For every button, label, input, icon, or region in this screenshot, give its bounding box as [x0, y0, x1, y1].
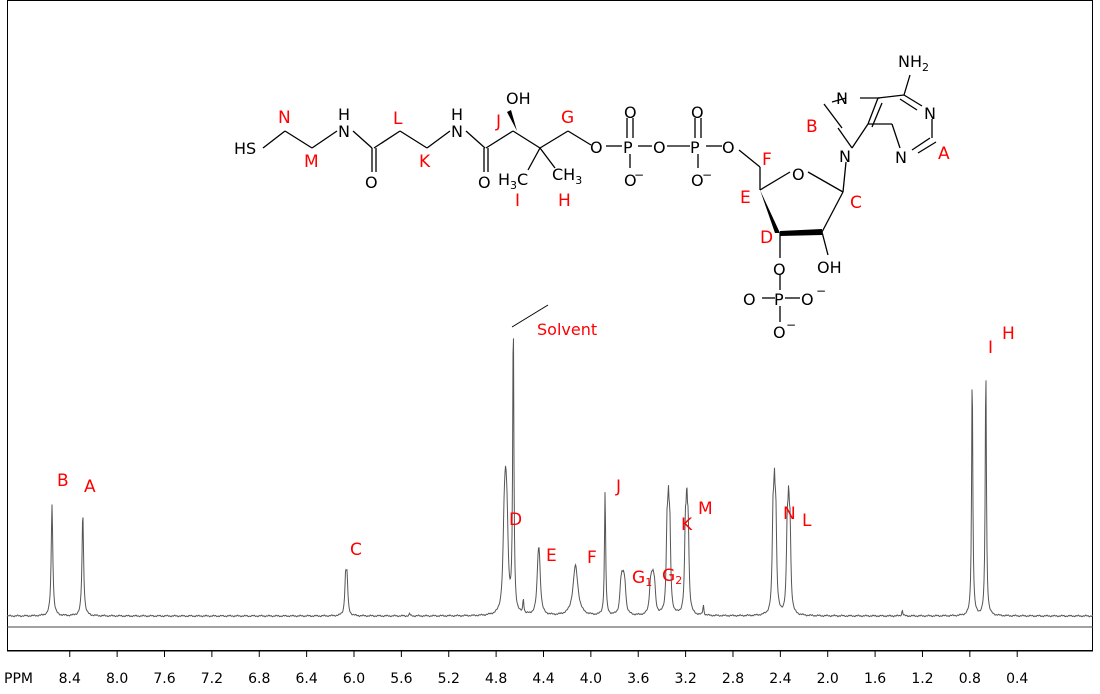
svg-text:−: −: [634, 168, 644, 182]
svg-text:F: F: [762, 150, 772, 170]
svg-text:OH: OH: [817, 258, 842, 277]
svg-text:O: O: [590, 138, 603, 157]
svg-text:O: O: [773, 260, 786, 279]
peak-labels: B A C D E F J G1 G2 K M N L I H Solvent: [57, 320, 1015, 589]
peak-label-j: J: [615, 477, 621, 497]
peak-label-b: B: [57, 471, 69, 491]
peak-label-solvent: Solvent: [537, 320, 597, 339]
peak-label-c: C: [350, 540, 362, 560]
coenzyme-a-structure: HS N H O N H O OH H3C CH3 O P O O O P O …: [234, 52, 950, 342]
peak-label-d: D: [509, 510, 522, 530]
svg-text:O: O: [722, 138, 735, 157]
svg-text:N: N: [338, 122, 350, 141]
svg-text:M: M: [304, 152, 319, 172]
peak-label-g1: G1: [632, 568, 652, 589]
svg-text:N: N: [451, 122, 463, 141]
svg-text:J: J: [495, 112, 501, 132]
svg-text:N: N: [836, 89, 848, 108]
svg-text:D: D: [760, 228, 773, 248]
svg-text:NH2: NH2: [898, 52, 929, 74]
svg-text:O: O: [365, 173, 378, 192]
solvent-break-mark: [511, 304, 549, 328]
peak-label-e: E: [546, 546, 557, 566]
svg-text:N: N: [278, 108, 291, 128]
svg-text:−: −: [816, 284, 826, 298]
svg-text:O: O: [478, 173, 491, 192]
svg-text:H: H: [451, 105, 463, 124]
svg-text:O: O: [624, 103, 637, 122]
svg-text:E: E: [740, 188, 751, 208]
svg-text:A: A: [938, 144, 950, 164]
svg-text:L: L: [393, 109, 403, 129]
peak-label-n: N: [783, 504, 796, 524]
svg-text:O: O: [691, 171, 704, 190]
svg-text:I: I: [515, 191, 520, 211]
svg-text:N: N: [839, 147, 851, 166]
svg-text:N: N: [924, 104, 936, 123]
svg-text:HS: HS: [234, 139, 256, 158]
svg-text:O: O: [792, 165, 805, 184]
svg-text:O: O: [773, 323, 786, 342]
peak-label-m: M: [698, 499, 713, 519]
svg-text:N: N: [895, 148, 907, 167]
spectrum-trace: [6, 338, 1094, 618]
svg-text:H3C: H3C: [498, 170, 528, 192]
svg-text:H: H: [338, 105, 350, 124]
svg-text:−: −: [702, 168, 712, 182]
svg-text:O: O: [653, 138, 666, 157]
axis-ticks: [69, 651, 1018, 657]
svg-text:P: P: [690, 138, 700, 157]
peak-label-a: A: [84, 477, 96, 497]
svg-text:K: K: [419, 152, 431, 172]
peak-label-h: H: [1002, 324, 1015, 344]
peak-label-l: L: [802, 511, 812, 531]
svg-text:P: P: [623, 138, 633, 157]
svg-text:B: B: [806, 117, 818, 137]
svg-text:CH3: CH3: [552, 165, 582, 187]
plot-frame: [7, 0, 1093, 651]
peak-label-i: I: [988, 338, 993, 358]
svg-text:−: −: [786, 318, 796, 332]
svg-text:OH: OH: [506, 89, 531, 108]
svg-text:O: O: [624, 171, 637, 190]
svg-text:C: C: [850, 193, 862, 213]
svg-text:P: P: [774, 290, 784, 309]
svg-text:O: O: [691, 103, 704, 122]
svg-text:O: O: [801, 290, 814, 309]
peak-label-f: F: [587, 548, 597, 568]
svg-text:O: O: [743, 290, 756, 309]
peak-label-g2: G2: [662, 566, 682, 587]
peak-label-k: K: [681, 515, 693, 535]
svg-text:H: H: [558, 191, 571, 211]
svg-text:G: G: [561, 108, 574, 128]
